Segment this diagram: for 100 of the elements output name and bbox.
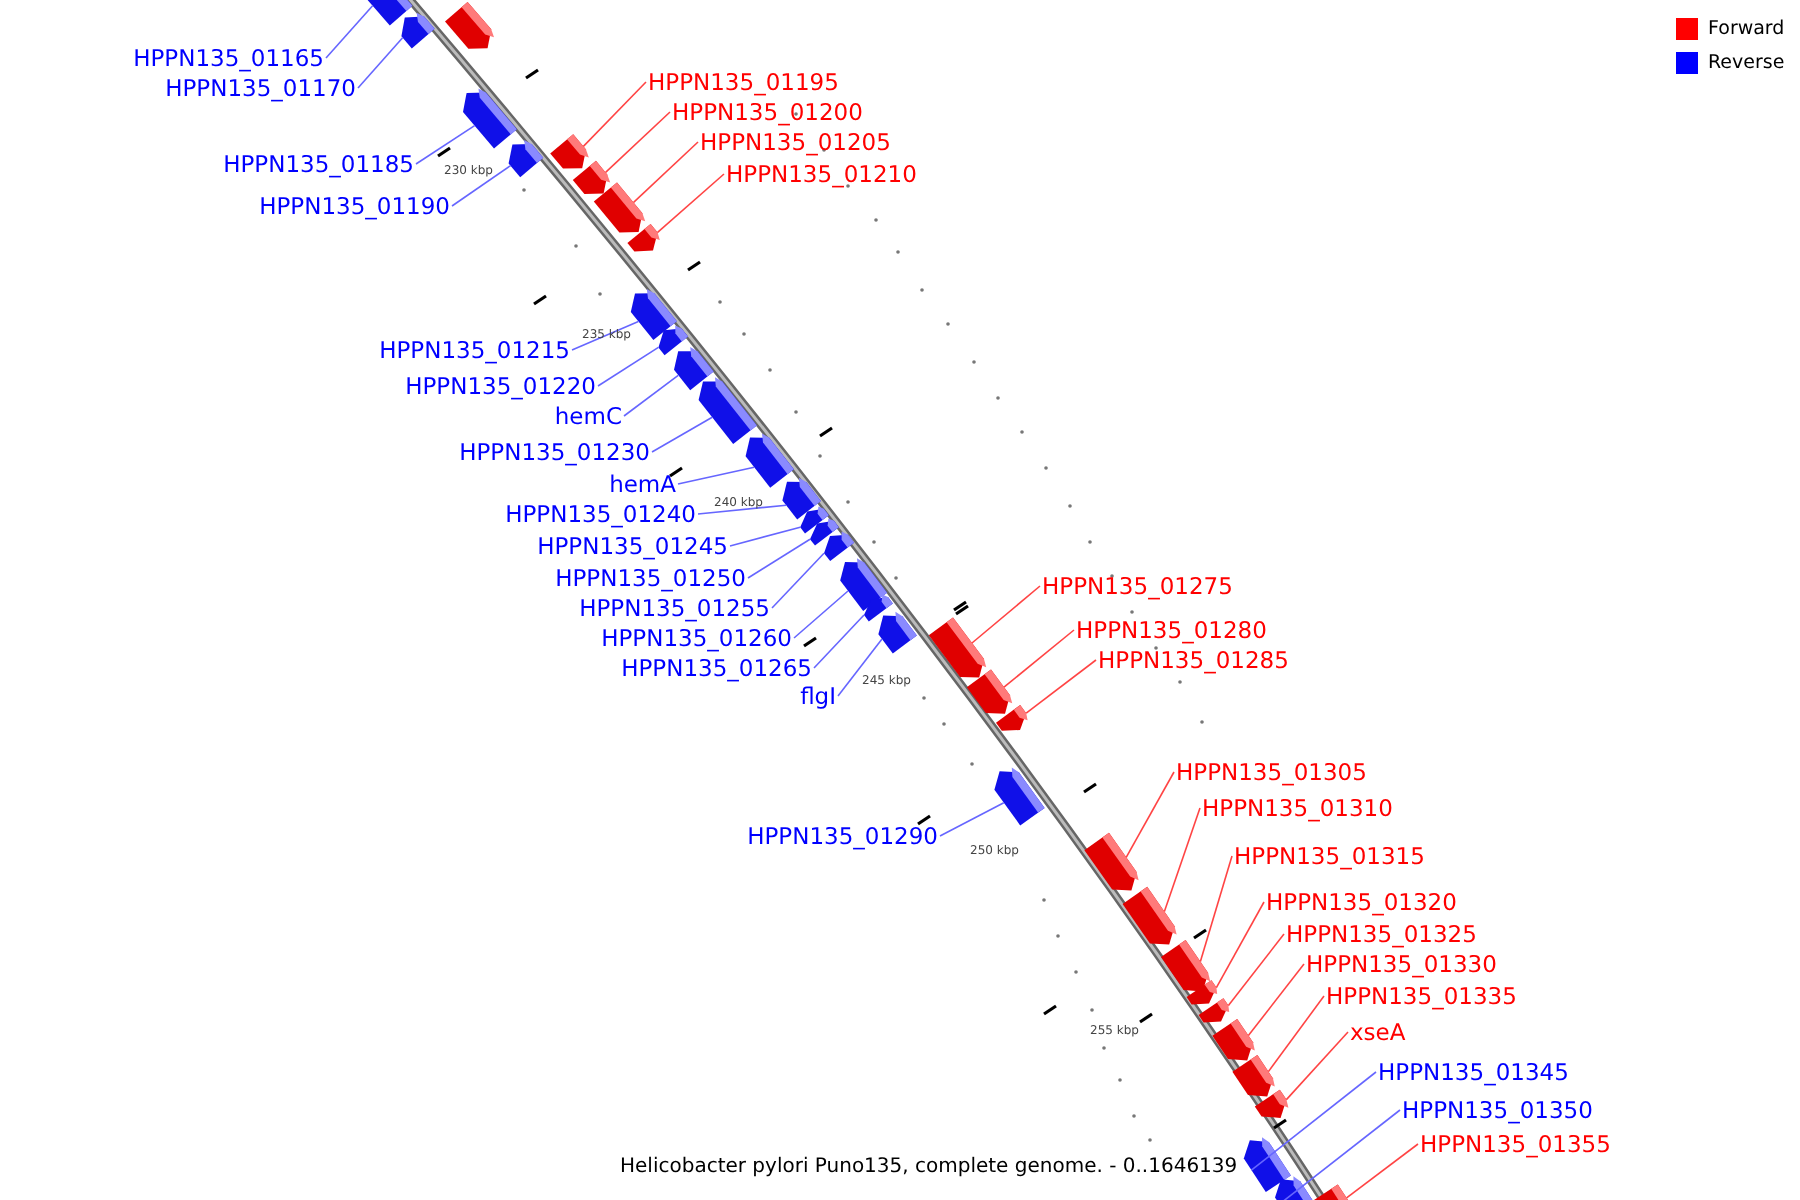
leader-line [1250, 1071, 1377, 1171]
gene-block [928, 617, 987, 678]
leader-line [1285, 1031, 1349, 1101]
leader-line [1345, 1143, 1419, 1199]
gene-label: hemC [554, 402, 622, 430]
leader-line [697, 504, 787, 515]
leader-line [1247, 963, 1305, 1037]
gene-block [401, 12, 435, 49]
leader-line [604, 111, 671, 174]
leader-line [1125, 771, 1175, 859]
gene-label: HPPN135_01350 [1402, 1096, 1593, 1124]
gene-label: HPPN135_01345 [1378, 1058, 1569, 1086]
gene-label: HPPN135_01195 [648, 68, 839, 96]
gene-label: HPPN135_01335 [1326, 982, 1517, 1010]
gene-block [966, 669, 1013, 714]
gene-label: HPPN135_01230 [459, 438, 650, 466]
gene-block [445, 2, 494, 49]
gene-label: HPPN135_01265 [621, 654, 812, 682]
leader-line [632, 141, 699, 204]
gene-block [1232, 1055, 1275, 1097]
gene-block [1084, 832, 1139, 891]
leader-line [651, 416, 713, 453]
leader-line [1003, 629, 1075, 688]
gene-label: HPPN135_01310 [1202, 794, 1393, 822]
gene-block [1254, 1089, 1289, 1118]
gene-label: HPPN135_01305 [1176, 758, 1367, 786]
gene-label: xseA [1350, 1018, 1406, 1046]
leader-line [793, 590, 849, 639]
legend-label: Forward [1708, 18, 1785, 42]
gene-block [674, 347, 714, 391]
gene-block [994, 767, 1045, 826]
leader-line [1215, 901, 1265, 989]
gene-label: HPPN135_01165 [133, 44, 324, 72]
leader-line [582, 81, 647, 148]
leader-line [747, 538, 811, 579]
leader-line [971, 585, 1041, 644]
gene-label: HPPN135_01245 [537, 532, 728, 560]
leader-line [813, 614, 865, 669]
gene-block [630, 289, 677, 340]
gene-label: HPPN135_01260 [601, 624, 792, 652]
gene-block [698, 377, 757, 444]
leader-line [1267, 995, 1325, 1073]
leader-line [939, 802, 1005, 837]
gene-label: HPPN135_01190 [259, 192, 450, 220]
gene-block [1186, 980, 1218, 1005]
caption: Helicobacter pylori Puno135, complete genome. - 0..1646139 [620, 1154, 1238, 1180]
leader-line [571, 320, 640, 351]
gene-block [593, 182, 646, 233]
gene-label: HPPN135_01280 [1076, 616, 1267, 644]
gene-block [1212, 1019, 1255, 1061]
leader-line [837, 638, 883, 697]
gene-label: HPPN135_01325 [1286, 920, 1477, 948]
gene-label: HPPN135_01290 [747, 822, 938, 850]
gene-label: HPPN135_01215 [379, 336, 570, 364]
gene-label: HPPN135_01355 [1420, 1130, 1611, 1158]
gene-label: HPPN135_01200 [672, 98, 863, 126]
gene-block [878, 611, 917, 654]
gene-label: HPPN135_01275 [1042, 572, 1233, 600]
legend-label: Reverse [1708, 52, 1785, 76]
leader-line [1227, 933, 1285, 1007]
gene-label: HPPN135_01330 [1306, 950, 1497, 978]
gene-block [508, 140, 544, 178]
leader-line [325, 5, 374, 59]
gene-label: HPPN135_01255 [579, 594, 770, 622]
gene-label: hemA [609, 470, 676, 498]
gene-block [627, 224, 660, 252]
gene-block [550, 134, 589, 169]
leader-line [771, 552, 825, 609]
gene-block [572, 160, 611, 194]
gene-label: HPPN135_01170 [165, 74, 356, 102]
leader-line [656, 173, 725, 234]
gene-label: HPPN135_01285 [1098, 646, 1289, 674]
gene-block [996, 705, 1028, 731]
gene-block [1275, 1176, 1316, 1200]
leader-line [451, 164, 512, 207]
gene-block [1198, 998, 1230, 1023]
gene-label: HPPN135_01250 [555, 564, 746, 592]
leader-line [1025, 659, 1097, 714]
gene-label: HPPN135_01205 [700, 128, 891, 156]
gene-block [1122, 886, 1177, 945]
leader-line [1199, 855, 1233, 963]
gene-label: HPPN135_01315 [1234, 842, 1425, 870]
gene-block [1312, 1184, 1351, 1200]
leader-line [415, 124, 476, 165]
leader-line [1278, 1109, 1401, 1200]
leader-line [677, 466, 755, 485]
gene-label: flgI [800, 682, 836, 710]
gene-block [824, 531, 854, 561]
leader-line [729, 526, 801, 547]
gene-block [1243, 1137, 1291, 1192]
leader-line [357, 37, 404, 89]
gene-label: HPPN135_01240 [505, 500, 696, 528]
gene-block [463, 88, 517, 149]
gene-label: HPPN135_01210 [726, 160, 917, 188]
gene-label: HPPN135_01220 [405, 372, 596, 400]
gene-label: HPPN135_01185 [223, 150, 414, 178]
gene-label: HPPN135_01320 [1266, 888, 1457, 916]
leader-line [623, 374, 679, 417]
leader-line [1163, 807, 1201, 913]
leader-line [597, 346, 660, 387]
